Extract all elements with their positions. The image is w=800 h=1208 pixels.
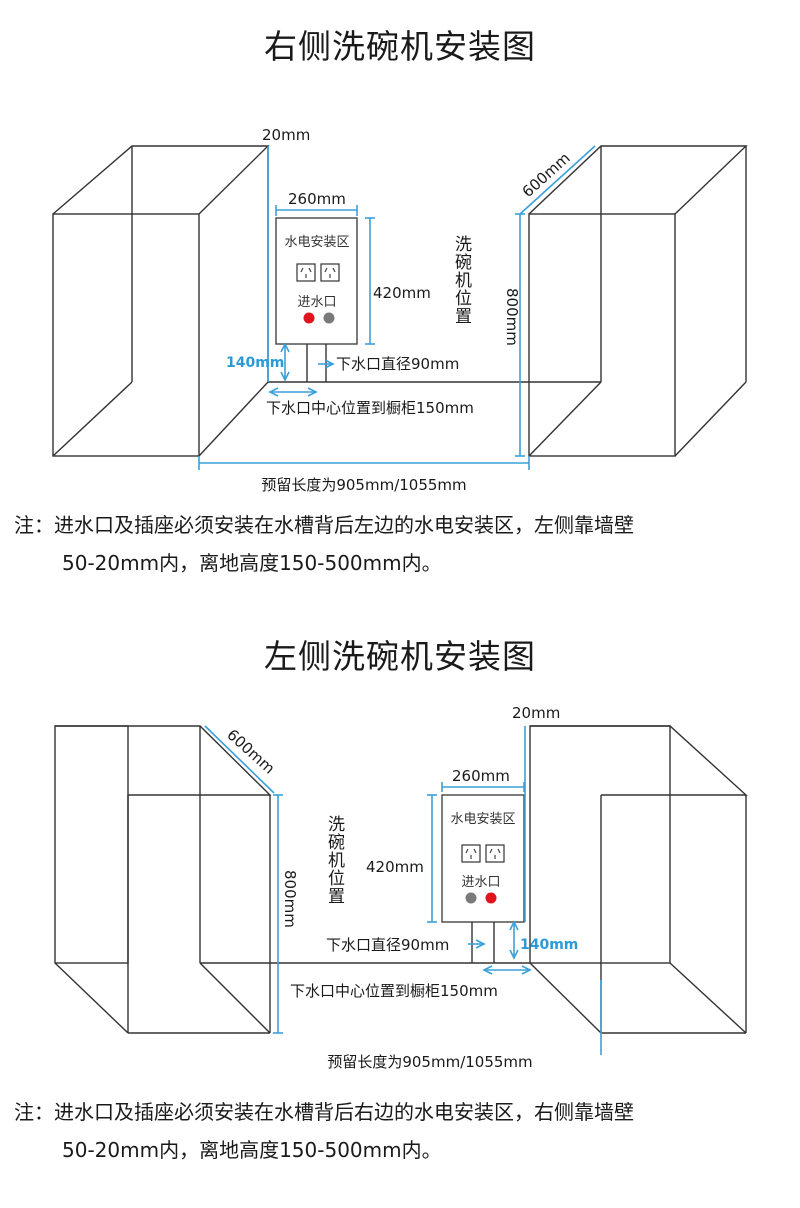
reserved-length-label: 预留长度为905mm/1055mm [261, 476, 466, 494]
note-line-2: 50-20mm内，离地高度150-500mm内。 [62, 1138, 442, 1162]
panel-label: 水电安装区 [284, 235, 349, 250]
dim-260mm: 260mm [288, 190, 346, 208]
socket-icon [296, 263, 340, 282]
left-diagram-title: 左侧洗碗机安装图 [264, 637, 536, 676]
left-cabinet [52, 145, 270, 457]
inlet-dot-icon [485, 892, 497, 904]
inlet-label: 进水口 [461, 875, 500, 890]
dim-140mm: 140mm [520, 937, 578, 953]
dim-800mm: 800mm [281, 870, 299, 928]
dimension-lines [198, 145, 596, 470]
svg-text:置: 置 [455, 307, 472, 327]
svg-text:机: 机 [455, 271, 472, 291]
note-line-1: 注：进水口及插座必须安装在水槽背后左边的水电安装区，左侧靠墙壁 [14, 513, 634, 537]
svg-text:碗: 碗 [328, 833, 345, 853]
dimension-lines [204, 725, 602, 1055]
dim-260mm: 260mm [452, 767, 510, 785]
svg-text:碗: 碗 [455, 253, 472, 273]
right-diagram-note: 注：进水口及插座必须安装在水槽背后左边的水电安装区，左侧靠墙壁 50-20mm内… [14, 506, 794, 582]
dim-20mm: 20mm [262, 126, 310, 144]
inlet-dot-icon [465, 892, 477, 904]
dishwasher-position-label: 洗 碗 机 位 置 [328, 815, 345, 907]
drain-diameter-label: 下水口直径90mm [326, 936, 449, 954]
drain-diameter-label: 下水口直径90mm [336, 355, 459, 373]
utility-panel: 水电安装区 进水口 [441, 794, 525, 923]
right-cabinet [529, 725, 748, 1034]
dim-420mm: 420mm [373, 284, 431, 302]
dim-600mm: 600mm [519, 149, 574, 201]
dim-20mm: 20mm [512, 704, 560, 722]
note-line-1: 注：进水口及插座必须安装在水槽背后右边的水电安装区，右侧靠墙壁 [14, 1100, 634, 1124]
left-diagram-note: 注：进水口及插座必须安装在水槽背后右边的水电安装区，右侧靠墙壁 50-20mm内… [14, 1093, 794, 1169]
panel-label: 水电安装区 [450, 812, 515, 827]
left-cabinet [54, 725, 272, 1034]
dishwasher-position-label: 洗 碗 机 位 置 [455, 235, 472, 327]
svg-text:位: 位 [455, 289, 472, 309]
inlet-dot-icon [303, 312, 315, 324]
svg-text:置: 置 [328, 887, 345, 907]
right-install-diagram: 水电安装区 进水口 20mm 260mm [52, 126, 748, 494]
socket-icon [461, 844, 505, 863]
svg-text:位: 位 [328, 869, 345, 889]
dim-420mm: 420mm [366, 858, 424, 876]
dim-800mm: 800mm [503, 288, 521, 346]
inlet-label: 进水口 [297, 295, 336, 310]
svg-text:机: 机 [328, 851, 345, 871]
svg-text:洗: 洗 [455, 235, 472, 255]
left-install-diagram: 水电安装区 进水口 20mm 260mm 420mm [54, 704, 748, 1071]
right-cabinet [528, 145, 748, 457]
drain-center-label: 下水口中心位置到橱柜150mm [266, 399, 474, 417]
right-diagram-title: 右侧洗碗机安装图 [264, 27, 536, 66]
reserved-length-label: 预留长度为905mm/1055mm [327, 1053, 532, 1071]
note-line-2: 50-20mm内，离地高度150-500mm内。 [62, 551, 442, 575]
drain-center-label: 下水口中心位置到橱柜150mm [290, 982, 498, 1000]
dim-140mm: 140mm [226, 355, 284, 371]
utility-panel: 水电安装区 进水口 [275, 217, 358, 345]
inlet-dot-icon [323, 312, 335, 324]
svg-text:洗: 洗 [328, 815, 345, 835]
